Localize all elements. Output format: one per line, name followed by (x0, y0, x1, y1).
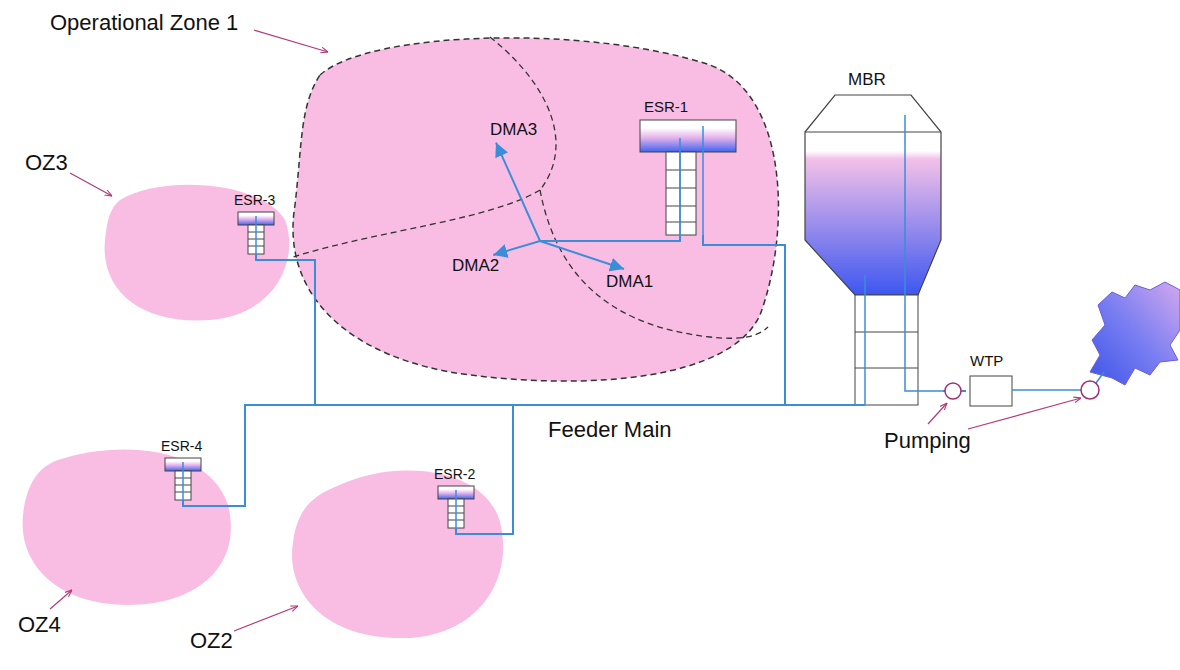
esr1-shape (636, 98, 740, 235)
stroke (666, 222, 696, 223)
zone-region: OZ3ESR-3 (100, 180, 292, 322)
pump-symbol (1081, 381, 1099, 399)
treatment-plant-box: WTP (966, 352, 1016, 408)
zone-region: OZ4ESR-4 (18, 445, 234, 607)
stroke (455, 490, 457, 528)
inlet-pipe (905, 115, 943, 391)
plant-box (970, 376, 1012, 406)
dma-boundary (293, 190, 540, 257)
stroke (666, 206, 696, 207)
facility-name: WTP (970, 352, 1003, 369)
dma-boundary (540, 190, 768, 338)
zone-name: OZ2 (190, 628, 233, 653)
facility-name: MBR (848, 70, 886, 90)
facility-name: ESR-2 (434, 466, 475, 482)
tank-body (640, 120, 736, 152)
dma-boundary (490, 37, 556, 190)
pipe-label: Feeder Main (548, 417, 672, 442)
dma-name: DMA2 (452, 256, 499, 276)
facility-name: ESR-4 (161, 438, 202, 454)
dma-name: DMA1 (606, 272, 653, 292)
stroke (805, 132, 941, 133)
facility-name: ESR-3 (234, 192, 275, 208)
zone-name: OZ4 (18, 612, 61, 637)
master-balancing-reservoir: MBR (803, 70, 943, 405)
zone-outline (23, 449, 231, 605)
blob-shape (285, 462, 507, 640)
blob-shape (18, 445, 234, 607)
tank-stand (666, 152, 696, 235)
pump-label: Pumping (884, 428, 971, 453)
pipe-line (456, 405, 865, 534)
facility-name: ESR-1 (644, 98, 688, 115)
zone-name: Operational Zone 1 (50, 10, 238, 35)
leader-line (70, 173, 112, 196)
zone-outline (292, 470, 503, 638)
intake-pipe (1096, 372, 1104, 383)
tank-body (805, 95, 941, 295)
stroke (666, 188, 696, 189)
dma-label: DMA3 (490, 120, 537, 140)
lake (1090, 282, 1180, 385)
zone-name: OZ3 (25, 150, 68, 175)
stroke (679, 138, 681, 235)
reservoir-tank: ESR-2 (428, 466, 488, 528)
stroke (864, 275, 866, 405)
pipe-line (183, 405, 865, 506)
pump-symbol (945, 383, 961, 399)
leader-line (928, 403, 947, 424)
mbr-shape (803, 70, 943, 405)
zone-region: Operational Zone 1DMA3DMA2DMA1ESR-1 (290, 35, 780, 385)
stroke (666, 170, 696, 171)
dma-name: DMA3 (490, 120, 537, 140)
stroke (182, 462, 184, 500)
stroke (702, 126, 704, 235)
reservoir-tank: ESR-3 (228, 192, 288, 254)
leader-line (50, 590, 72, 609)
zone-region: OZ2ESR-2 (285, 462, 507, 640)
dma-label: DMA1 (606, 272, 653, 292)
zone-outline (293, 38, 778, 381)
stroke (255, 216, 257, 254)
reservoir-tank: ESR-4 (155, 438, 215, 500)
blob-shape (290, 35, 780, 385)
leader-line (234, 606, 298, 631)
dma-label: DMA2 (452, 256, 499, 276)
reservoir-tank: ESR-1 (636, 98, 740, 235)
leader-line (254, 30, 328, 52)
zone-outline (105, 185, 290, 321)
raw-water-pipe (1012, 389, 1081, 391)
